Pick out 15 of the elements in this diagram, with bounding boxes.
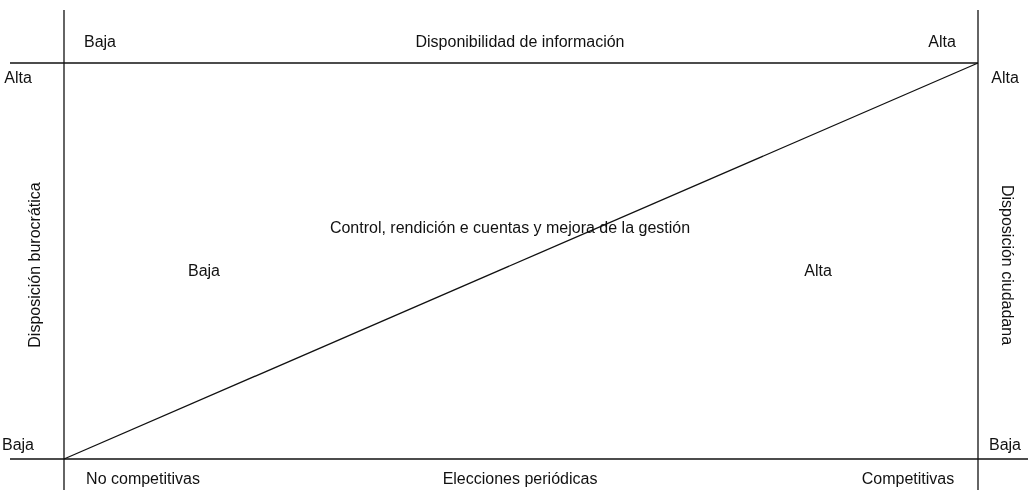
scale-label: No competitivas (86, 470, 200, 488)
axis-title: Disponibilidad de información (415, 33, 625, 51)
scale-label: Baja (2, 436, 34, 454)
axis-title: Elecciones periódicas (442, 470, 598, 488)
scale-label: Baja (989, 436, 1021, 454)
scale-label: Competitivas (861, 470, 955, 488)
region-label: Alta (804, 262, 832, 280)
region-label: Control, rendición e cuentas y mejora de la gestión (329, 219, 691, 237)
scale-label: Alta (928, 33, 956, 51)
scale-label: Alta (991, 69, 1019, 87)
scale-label: Alta (4, 69, 32, 87)
axis-title: Disposición ciudadana (998, 184, 1016, 346)
axis-title: Disposición burocrática (26, 182, 44, 348)
region-label: Baja (188, 262, 220, 280)
scale-label: Baja (84, 33, 116, 51)
